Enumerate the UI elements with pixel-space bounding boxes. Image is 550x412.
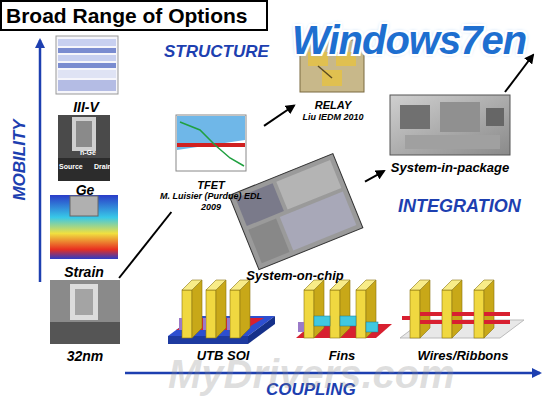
image-panel: TFETM. Luisier (Purdue) EDL 2009 bbox=[158, 112, 264, 212]
axis-label: INTEGRATION bbox=[398, 196, 521, 217]
image-panel: Fins bbox=[290, 282, 394, 364]
mobility-axis bbox=[39, 40, 42, 282]
strain-map bbox=[50, 195, 118, 259]
citation: Liu IEDM 2010 bbox=[281, 112, 385, 122]
iii-v-stack bbox=[56, 36, 118, 94]
connector-arrow bbox=[119, 212, 171, 278]
image-panel: III-V bbox=[50, 33, 122, 115]
ge-tem bbox=[58, 115, 110, 181]
terminal-label: Source bbox=[59, 163, 83, 170]
axis-label: MOBILITY bbox=[10, 110, 30, 210]
image-panel: System-on-chip bbox=[225, 158, 365, 284]
transistor-tem bbox=[50, 280, 120, 344]
image-panel: Wires/Ribbons bbox=[396, 282, 530, 364]
connector-arrow bbox=[365, 171, 384, 182]
panel-caption: Ge bbox=[76, 182, 95, 198]
finfet-device bbox=[296, 280, 392, 338]
watermark: MyDrivers.com bbox=[168, 352, 455, 397]
slide-title: Broad Range of Options bbox=[0, 0, 268, 31]
sip-photo bbox=[390, 95, 510, 155]
terminal-label: n-Ge bbox=[80, 149, 96, 156]
panel-caption: System-on-chip bbox=[246, 269, 344, 284]
panel-caption: 32nm bbox=[67, 348, 104, 364]
panel-caption: III-V bbox=[73, 99, 99, 115]
panel-caption: RELAY bbox=[315, 99, 351, 112]
soc-die bbox=[229, 154, 363, 270]
connector-arrow bbox=[264, 106, 294, 126]
panel-caption: Strain bbox=[64, 264, 104, 280]
nanowire-device bbox=[400, 280, 524, 338]
image-panel: UTB SOI bbox=[164, 282, 282, 364]
utb-soi-device bbox=[168, 280, 275, 344]
image-panel: System-in-package bbox=[384, 92, 516, 176]
terminal-label: Drain bbox=[94, 163, 112, 170]
axis-label: STRUCTURE bbox=[164, 42, 269, 62]
citation: M. Luisier (Purdue) EDL 2009 bbox=[159, 191, 263, 212]
panel-caption: TFET bbox=[197, 179, 225, 192]
image-panel: 32nm bbox=[46, 278, 124, 364]
image-panel: Strain bbox=[46, 192, 122, 280]
tfet-plot bbox=[176, 115, 246, 171]
watermark: Windows7en bbox=[292, 18, 526, 63]
panel-caption: System-in-package bbox=[391, 161, 510, 176]
